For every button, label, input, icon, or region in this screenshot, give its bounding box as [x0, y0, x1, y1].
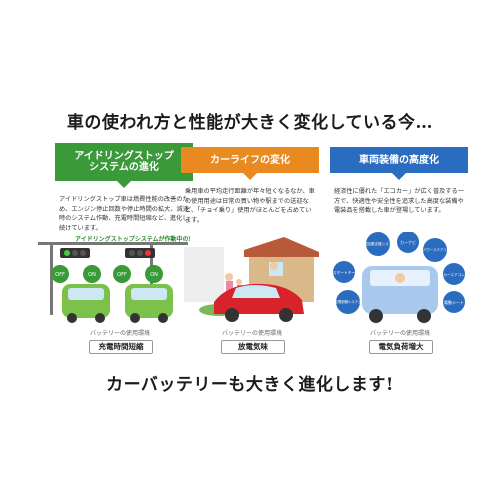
column-header-equipment: 車両装備の高度化 — [330, 147, 468, 180]
signal-pole-icon — [38, 242, 188, 245]
child-icon — [236, 279, 242, 285]
svg-text:OFF: OFF — [117, 272, 127, 278]
driver-icon — [395, 273, 405, 283]
green-car-icon — [125, 284, 173, 323]
car-life-illustration — [184, 237, 319, 322]
result-pill-discharge: 放電気味 — [221, 340, 285, 354]
result-pill-electric-load: 電気負荷増大 — [369, 340, 433, 354]
column-title-line2: システムの進化 — [89, 162, 159, 173]
svg-text:カーナビ: カーナビ — [400, 239, 416, 245]
svg-text:充電制御システム: 充電制御システム — [334, 299, 362, 304]
column-idling-stop: アイドリングストップ システムの進化 アイドリングストップ車は燃費性能の改善のた… — [55, 143, 193, 233]
column-car-life: カーライフの変化 乗用車の平均走行距離が年々短くなるなか、車の使用用途は日常の買… — [181, 143, 319, 225]
svg-text:カーエアコン: カーエアコン — [443, 272, 465, 277]
result-pill-charge-time: 充電時間短縮 — [89, 340, 153, 354]
on-bubble-icon — [83, 265, 101, 283]
bottom-headline: カーバッテリーも大きく進化します! — [106, 375, 394, 395]
building-icon — [184, 247, 224, 302]
svg-text:ON: ON — [150, 272, 158, 278]
on-bubble-icon — [145, 265, 163, 283]
svg-text:OFF: OFF — [55, 272, 65, 278]
idling-stop-illustration: アイドリングストップシステムが作動中の車 OFF ON OFF ON — [38, 235, 190, 323]
svg-text:ON: ON — [88, 272, 96, 278]
column-description: 経済性に優れた「エコカー」が広く普及する一方で、快適性や安全性を追求した高度な装… — [334, 188, 464, 214]
off-bubble-icon — [113, 265, 131, 283]
column-title: カーライフの変化 — [210, 154, 290, 166]
green-car-icon — [62, 284, 110, 323]
column-equipment: 車両装備の高度化 経済性に優れた「エコカー」が広く普及する一方で、快適性や安全性… — [330, 143, 468, 216]
person-icon — [225, 273, 233, 281]
svg-text:スマートキー: スマートキー — [333, 270, 356, 275]
usage-caption: バッテリーの使用環境 — [221, 330, 282, 337]
column-title-line1: アイドリングストップ — [74, 151, 174, 162]
svg-text:衝突回避支援システム: 衝突回避支援システム — [360, 241, 396, 246]
column-header-car-life: カーライフの変化 — [181, 147, 319, 180]
blue-car-icon — [362, 266, 438, 323]
column-description: アイドリングストップ車は燃費性能の改善のため、エンジン停止回数や停止時間の拡大、… — [59, 196, 189, 232]
off-bubble-icon — [51, 265, 69, 283]
person-icon — [270, 262, 278, 270]
equipment-illustration: 衝突回避支援システム カーナビ 電動パワーステアリング カーエアコン 充電制御シ… — [333, 232, 465, 323]
usage-caption: バッテリーの使用環境 — [89, 330, 150, 337]
illust-banner: アイドリングストップシステムが作動中の車 — [75, 235, 190, 243]
column-description: 乗用車の平均走行距離が年々短くなるなか、車の使用用途は日常の買い物や駅までの送迎… — [185, 188, 315, 224]
column-header-idling-stop: アイドリングストップ システムの進化 — [55, 143, 193, 188]
usage-caption: バッテリーの使用環境 — [369, 330, 430, 337]
red-car-icon — [214, 283, 304, 322]
svg-text:電動シート: 電動シート — [444, 299, 464, 305]
main-headline: 車の使われ方と性能が大きく変化している今… — [66, 113, 434, 133]
feature-bubbles: 衝突回避支援システム カーナビ 電動パワーステアリング カーエアコン 充電制御シ… — [333, 232, 465, 314]
svg-text:電動パワーステアリング: 電動パワーステアリング — [416, 247, 454, 252]
column-title: 車両装備の高度化 — [359, 154, 439, 166]
